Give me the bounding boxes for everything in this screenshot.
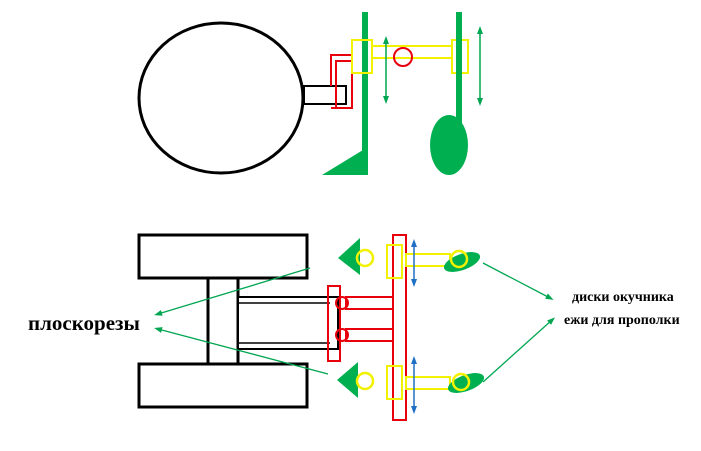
label-flat-cutters: плоскорезы xyxy=(28,311,140,335)
pointer-flat-cutter-upper xyxy=(154,267,311,316)
disc-lower xyxy=(447,373,485,393)
toolbar xyxy=(392,234,407,421)
top-view: плоскорезы диски окучника ежи для пропол… xyxy=(28,233,680,421)
hitch-knuckle-2 xyxy=(335,328,349,342)
side-view xyxy=(137,12,483,175)
pivot-joint xyxy=(393,47,413,67)
hitch-shaft xyxy=(303,85,347,105)
disc-side xyxy=(430,115,468,175)
wheel xyxy=(137,21,305,175)
pointer-flat-cutter-lower xyxy=(154,327,329,375)
wheel-bottom xyxy=(137,362,309,409)
tool-post-1 xyxy=(362,12,368,175)
cutter-hub-lower xyxy=(355,371,375,391)
label-discs-line1: диски окучника xyxy=(572,290,674,305)
hitch-block xyxy=(327,285,341,362)
hitch-link-2 xyxy=(345,328,394,342)
frame-body xyxy=(237,296,339,350)
arm-bar-lower xyxy=(405,376,451,390)
arm-bar-upper xyxy=(405,253,451,267)
wheel-top xyxy=(137,233,309,280)
flat-cutter-blade-side xyxy=(322,150,363,175)
disc-hub-upper xyxy=(449,249,469,269)
disc-hub-lower xyxy=(451,372,471,392)
flat-cutter-blade-upper xyxy=(338,238,360,275)
arm-clamp-upper xyxy=(386,244,403,279)
hitch-knuckle-1 xyxy=(335,296,349,310)
axle xyxy=(206,276,240,366)
pointer-disc-lower xyxy=(482,317,555,383)
hitch-bracket-box xyxy=(335,60,353,109)
hitch-link-1 xyxy=(345,296,394,310)
label-discs-line2: ежи для прополки xyxy=(564,313,680,328)
pointer-disc-upper xyxy=(482,262,554,300)
arm-clamp-lower xyxy=(386,365,403,400)
tool-post-2 xyxy=(456,12,462,132)
flat-cutter-blade-lower xyxy=(337,362,358,398)
cutter-hub-upper xyxy=(355,248,375,268)
disc-upper xyxy=(443,252,481,272)
